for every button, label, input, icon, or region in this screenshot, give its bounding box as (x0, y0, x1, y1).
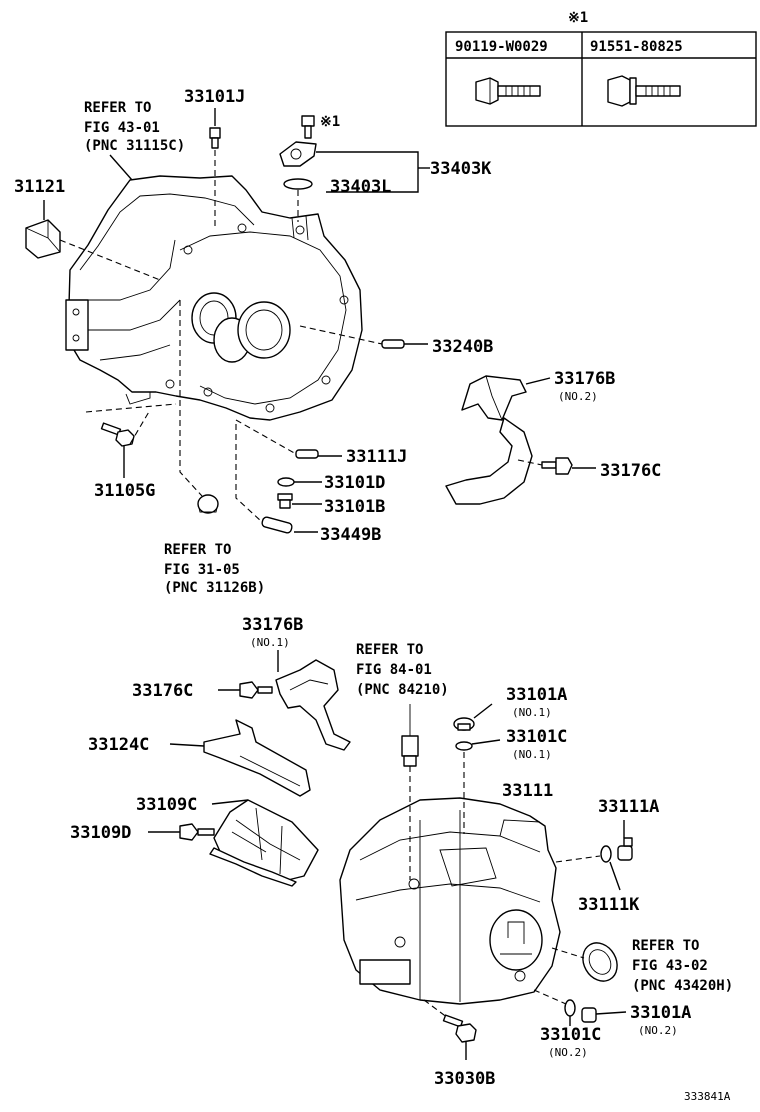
plate-33124C (203, 719, 311, 797)
label-33176B-no1-sub: (NO.1) (250, 636, 290, 649)
svg-text:(PNC 31115C): (PNC 31115C) (84, 138, 185, 154)
figure-id: 333841A (684, 1090, 731, 1103)
label-33403K: 33403K (430, 159, 492, 179)
label-33101A-no2: 33101A (630, 1003, 691, 1023)
pin-33240B (381, 339, 405, 349)
reference-43-02: REFER TO FIG 43-02 (PNC 43420H) (632, 938, 733, 994)
plug-33101B (277, 493, 293, 509)
label-33101D: 33101D (324, 473, 385, 493)
flange-bolt-icon (607, 75, 681, 107)
svg-text:REFER TO: REFER TO (632, 938, 699, 954)
bolt-icon (541, 457, 573, 475)
table-mark: ※1 (568, 10, 588, 26)
label-33111: 33111 (502, 781, 553, 801)
svg-text:REFER TO: REFER TO (84, 100, 151, 116)
label-33101C-no1-sub: (NO.1) (512, 748, 552, 761)
label-33101B: 33101B (324, 497, 385, 517)
o-ring-33403L (283, 178, 313, 190)
transmission-case-33111 (339, 797, 561, 1005)
bolt-mark: ※1 (320, 114, 340, 130)
plug-33111A (617, 837, 633, 861)
label-33101C-no1: 33101C (506, 727, 567, 747)
bolt-icon (100, 422, 135, 447)
label-31105G: 31105G (94, 481, 155, 501)
reference-31-05: REFER TO FIG 31-05 (PNC 31126B) (164, 542, 265, 596)
svg-text:REFER TO: REFER TO (356, 642, 423, 658)
bolt-icon (179, 823, 215, 841)
label-33101C-no2: 33101C (540, 1025, 601, 1045)
svg-text:FIG 43-02: FIG 43-02 (632, 958, 708, 974)
label-33109D: 33109D (70, 823, 131, 843)
svg-text:(PNC 84210): (PNC 84210) (356, 682, 449, 698)
plug-33101A-no2 (581, 1007, 597, 1023)
fastener-table: ※1 90119-W0029 91551-80825 (445, 10, 757, 127)
table-col2: 91551-80825 (590, 39, 683, 55)
svg-text:FIG 43-01: FIG 43-01 (84, 120, 160, 136)
pin-33111J (295, 449, 319, 459)
table-col1: 90119-W0029 (455, 39, 548, 55)
svg-text:FIG 84-01: FIG 84-01 (356, 662, 432, 678)
cover-33109C (209, 799, 319, 887)
washer-33101C-no1 (455, 741, 473, 751)
svg-text:FIG 31-05: FIG 31-05 (164, 562, 240, 578)
label-33449B: 33449B (320, 525, 381, 545)
label-33176B-no2: 33176B (554, 369, 615, 389)
label-33176C-top: 33176C (600, 461, 661, 481)
reference-43-01: REFER TO FIG 43-01 (PNC 31115C) (84, 100, 185, 154)
bracket-33176B-no1 (275, 659, 351, 751)
breather-plug-33101J (209, 127, 221, 149)
label-33101J: 33101J (184, 87, 245, 107)
plug-33101A-no1 (453, 717, 475, 731)
svg-text:(PNC 43420H): (PNC 43420H) (632, 978, 733, 994)
svg-text:(PNC 31126B): (PNC 31126B) (164, 580, 265, 596)
bolt-icon (475, 77, 541, 105)
label-33109C: 33109C (136, 795, 197, 815)
label-33176B-no2-sub: (NO.2) (558, 390, 598, 403)
oil-seal-43420H (582, 942, 618, 982)
label-33111A: 33111A (598, 797, 659, 817)
label-33176C-bot: 33176C (132, 681, 193, 701)
transaxle-housing (65, 175, 363, 421)
mount-31121 (25, 219, 61, 259)
sensor-84210 (401, 704, 419, 767)
label-33111J: 33111J (346, 447, 407, 467)
bracket-33176B-no2 (445, 375, 533, 505)
reference-84-01: REFER TO FIG 84-01 (PNC 84210) (356, 642, 449, 698)
gasket-33101D (277, 477, 295, 487)
svg-text:REFER TO: REFER TO (164, 542, 231, 558)
washer-33111K (600, 845, 612, 863)
label-33030B: 33030B (434, 1069, 495, 1089)
mount-31126B (197, 494, 219, 514)
label-33403L: 33403L (330, 177, 391, 197)
bolt-icon (301, 115, 315, 139)
label-33240B: 33240B (432, 337, 493, 357)
sensor-33403K (279, 141, 317, 167)
label-33101A-no2-sub: (NO.2) (638, 1024, 678, 1037)
washer-33101C-no2 (564, 999, 576, 1017)
label-31121: 31121 (14, 177, 65, 197)
bolt-icon (239, 681, 273, 699)
label-33124C: 33124C (88, 735, 149, 755)
label-33101A-no1: 33101A (506, 685, 567, 705)
bolt-icon (442, 1014, 477, 1043)
label-33101A-no1-sub: (NO.1) (512, 706, 552, 719)
label-33111K: 33111K (578, 895, 640, 915)
label-33176B-no1: 33176B (242, 615, 303, 635)
washer-33449B (261, 516, 293, 534)
label-33101C-no2-sub: (NO.2) (548, 1046, 588, 1059)
